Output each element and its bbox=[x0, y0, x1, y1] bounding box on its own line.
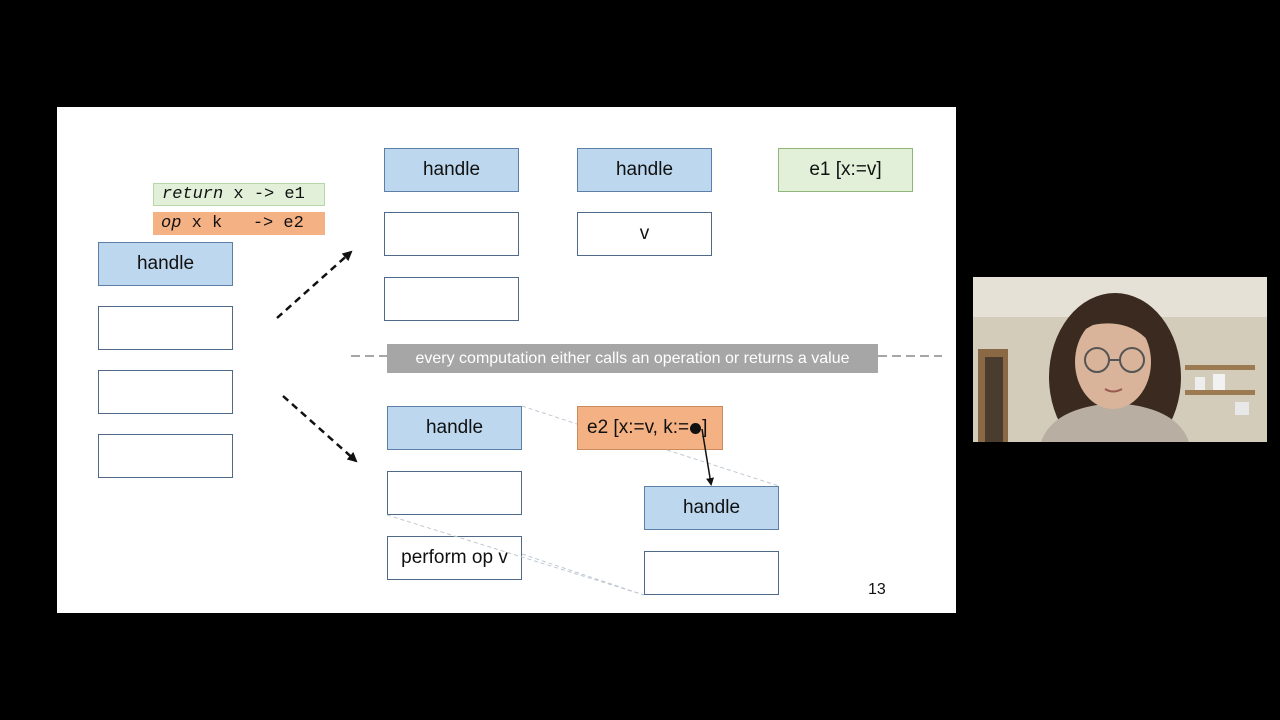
left-stack-frame-2 bbox=[98, 370, 233, 414]
left-stack-frame-3 bbox=[98, 434, 233, 478]
diagram-arrows bbox=[276, 250, 942, 596]
return-keyword: return bbox=[162, 185, 224, 204]
bottom-stack1-frame bbox=[387, 471, 522, 515]
continuation-dot-icon bbox=[690, 422, 702, 434]
guide-line-2 bbox=[666, 449, 780, 487]
guide-line-3 bbox=[386, 514, 645, 596]
return-clause-text: x -> e1 bbox=[223, 185, 305, 204]
page-number: 13 bbox=[868, 581, 886, 598]
op-clause-text: x k -> e2 bbox=[181, 214, 304, 233]
divider-label: every computation either calls an operat… bbox=[387, 344, 878, 373]
e2-close: ] bbox=[702, 417, 708, 438]
bottom-stack1-perform: perform op v bbox=[387, 536, 522, 580]
top-stack1-frame-2 bbox=[384, 277, 519, 321]
top-stack2-value: v bbox=[577, 212, 712, 256]
top-stack1-handle: handle bbox=[384, 148, 519, 192]
guide-line-4 bbox=[521, 553, 645, 596]
presenter-video bbox=[973, 277, 1267, 442]
return-clause: return x -> e1 bbox=[153, 183, 325, 206]
guide-line-1 bbox=[521, 405, 578, 425]
dashed-arrow-up bbox=[276, 250, 353, 319]
left-stack-handle: handle bbox=[98, 242, 233, 286]
top-result-e1: e1 [x:=v] bbox=[778, 148, 913, 192]
top-stack2-handle: handle bbox=[577, 148, 712, 192]
bottom-stack1-handle: handle bbox=[387, 406, 522, 450]
bottom-stack2-frame bbox=[644, 551, 779, 595]
presenter-image bbox=[973, 277, 1267, 442]
op-keyword: op bbox=[161, 214, 182, 233]
e2-label: e2 [x:=v, k:= bbox=[587, 417, 690, 438]
bottom-stack2-handle: handle bbox=[644, 486, 779, 530]
continuation-arrow bbox=[701, 428, 714, 486]
dashed-arrow-down bbox=[282, 395, 358, 463]
slide: return x -> e1 op x k -> e2 handle handl… bbox=[57, 107, 956, 613]
bottom-e2-box: e2 [x:=v, k:=] bbox=[577, 406, 723, 450]
top-stack1-frame-1 bbox=[384, 212, 519, 256]
op-clause: op x k -> e2 bbox=[153, 212, 325, 235]
left-stack-frame-1 bbox=[98, 306, 233, 350]
